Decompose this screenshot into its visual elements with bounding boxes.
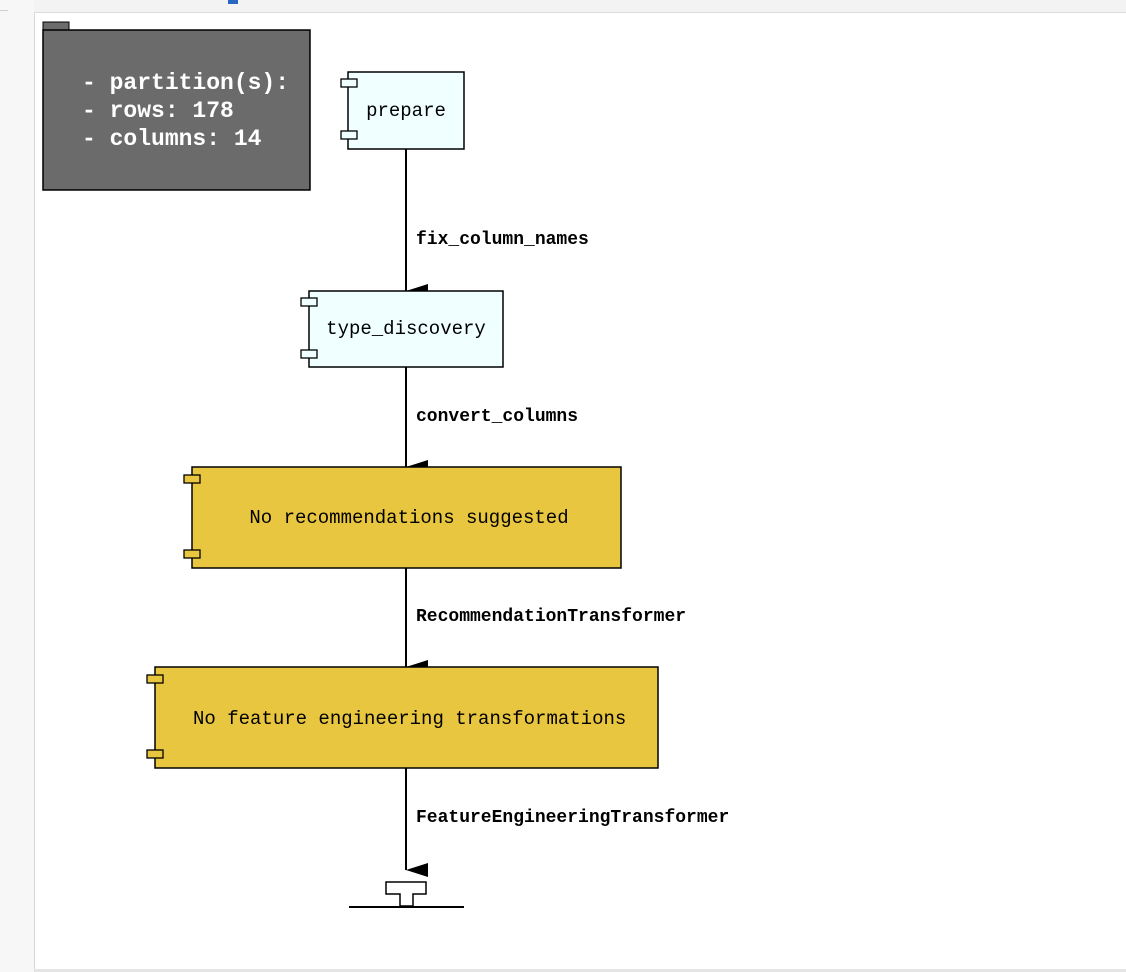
info-line-partitions: - partition(s): <box>82 70 289 96</box>
end-terminal-icon <box>349 881 464 908</box>
component-port-icon <box>340 78 358 88</box>
component-port-icon <box>300 349 318 359</box>
node-label-prepare: prepare <box>366 100 446 122</box>
component-port-icon <box>146 749 164 759</box>
edge-label-fix-column-names: fix_column_names <box>416 230 589 250</box>
info-line-columns: - columns: 14 <box>82 126 262 152</box>
node-prepare[interactable]: prepare <box>340 71 465 150</box>
edge-label-convert-columns: convert_columns <box>416 407 578 427</box>
node-recommendations[interactable]: No recommendations suggested <box>183 466 622 569</box>
folder-tab <box>42 21 70 31</box>
node-label-recommendations: No recommendations suggested <box>249 507 568 529</box>
folder-body <box>42 29 311 191</box>
component-port-icon <box>146 674 164 684</box>
node-type-discovery[interactable]: type_discovery <box>300 290 504 368</box>
node-label-type-discovery: type_discovery <box>326 318 486 340</box>
component-port-icon <box>300 297 318 307</box>
edge-label-recommendation-transformer: RecommendationTransformer <box>416 607 686 627</box>
edge-label-feature-engineering-transformer: FeatureEngineeringTransformer <box>416 808 729 828</box>
component-port-icon <box>183 549 201 559</box>
node-feature-engineering[interactable]: No feature engineering transformations <box>146 666 659 769</box>
dataset-info-folder: - partition(s): - rows: 178 - columns: 1… <box>42 21 311 191</box>
component-port-icon <box>183 474 201 484</box>
toolbar-accent-mark <box>228 0 238 4</box>
window-edge-mark <box>0 0 8 11</box>
component-port-icon <box>340 130 358 140</box>
top-toolbar <box>34 0 1126 13</box>
info-line-rows: - rows: 178 <box>82 98 234 124</box>
bottom-border <box>34 969 1126 972</box>
node-label-feature-engineering: No feature engineering transformations <box>193 708 626 730</box>
